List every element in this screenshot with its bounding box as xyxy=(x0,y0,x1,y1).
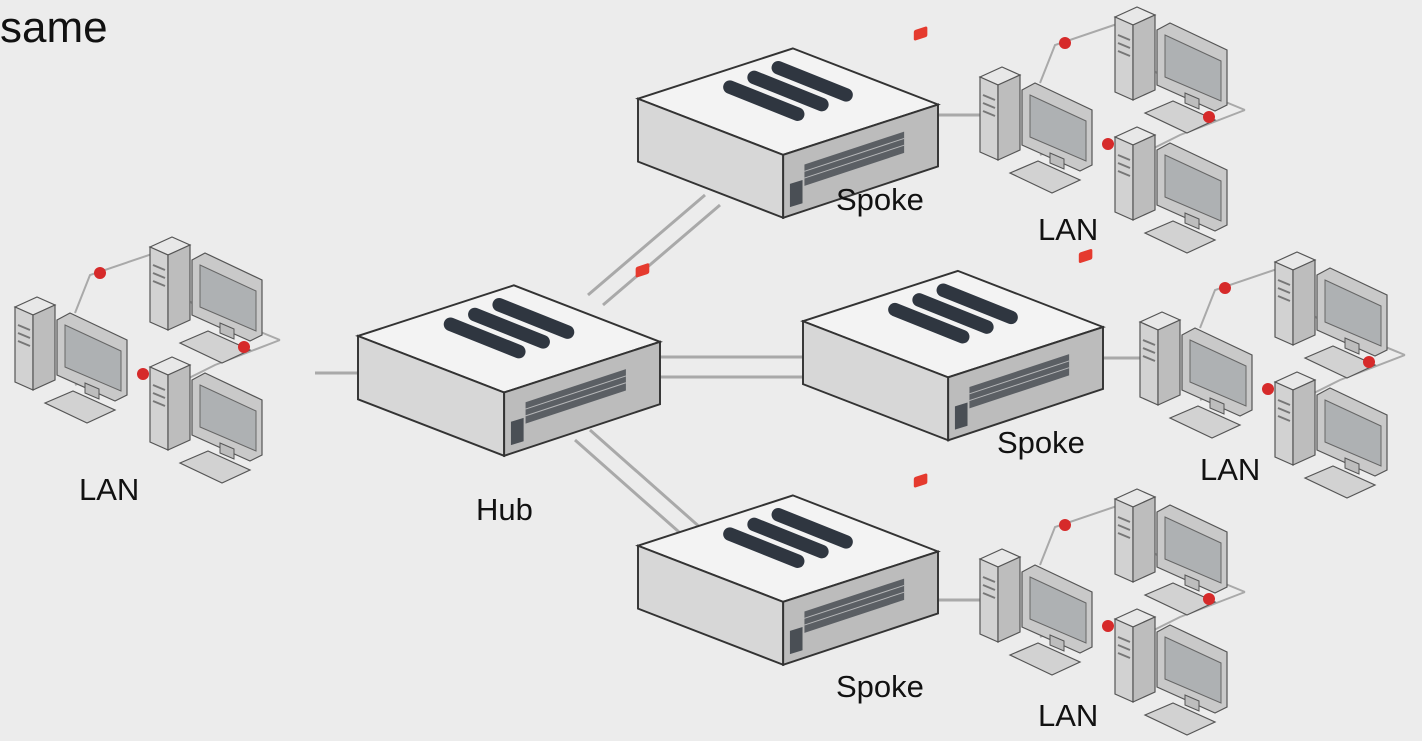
lan-label-middle-right: LAN xyxy=(1200,452,1260,487)
spoke-firewall-icon-middle xyxy=(803,248,1103,440)
hub-firewall-icon xyxy=(358,263,660,456)
spoke-label-bottom: Spoke xyxy=(836,669,924,704)
spoke-label-middle: Spoke xyxy=(997,425,1085,460)
hub-label: Hub xyxy=(476,492,533,527)
lan-group-bottom-right xyxy=(980,489,1245,735)
page-heading: same xyxy=(0,3,108,52)
lan-group-left xyxy=(15,237,280,483)
spoke-firewall-icon-bottom xyxy=(638,473,938,665)
lan-group-middle-right xyxy=(1140,252,1405,498)
lan-label-top-right: LAN xyxy=(1038,212,1098,247)
lan-label-left: LAN xyxy=(79,472,139,507)
lan-group-top-right xyxy=(980,7,1245,253)
spoke-label-top: Spoke xyxy=(836,182,924,217)
lan-label-bottom-right: LAN xyxy=(1038,698,1098,733)
